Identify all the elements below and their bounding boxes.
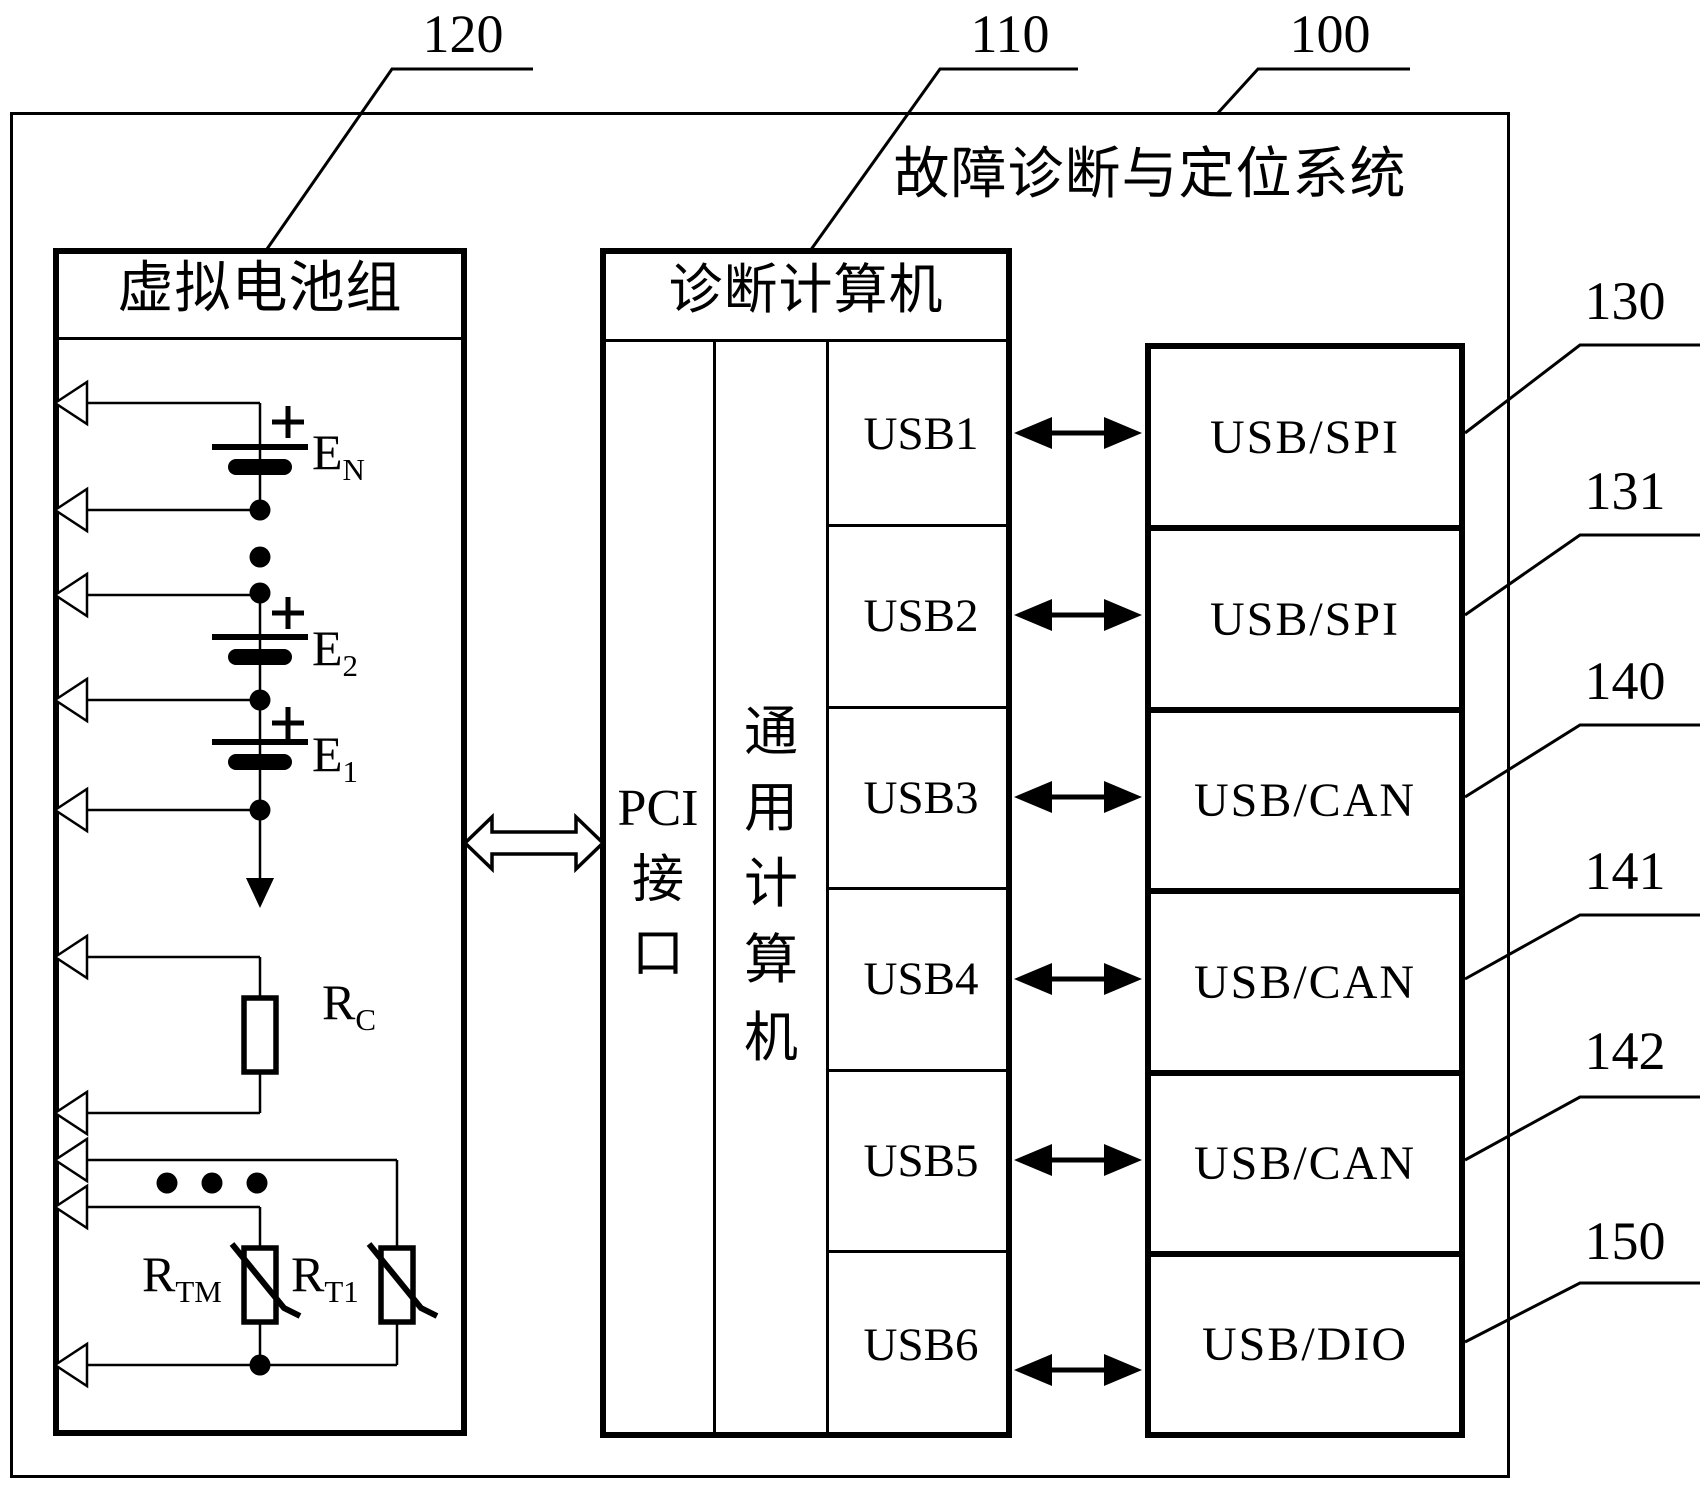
usb-column-divider bbox=[826, 342, 829, 1435]
resistor-label-sub: C bbox=[355, 1002, 377, 1037]
general-computer-char2: 用 bbox=[744, 778, 798, 838]
usb-port-cell-6: USB6 bbox=[863, 1318, 979, 1371]
pci-label-line2: 接 bbox=[631, 852, 684, 909]
pci-label-line3: 口 bbox=[631, 926, 684, 983]
battery-header-divider bbox=[59, 337, 461, 340]
battery-pack-header: 虚拟电池组 bbox=[117, 258, 403, 320]
usb-port-cell-3: USB3 bbox=[863, 771, 979, 824]
converter-label: USB/SPI bbox=[1209, 592, 1401, 646]
ref-label-140: 140 bbox=[1584, 651, 1666, 711]
ref-label-130: 130 bbox=[1584, 271, 1666, 331]
converter-box-usb-spi-2: USB/SPI bbox=[1145, 525, 1465, 713]
general-computer-char4: 算 bbox=[744, 930, 798, 990]
converter-label: USB/SPI bbox=[1209, 410, 1401, 464]
resistor-label-rc: RC bbox=[322, 976, 422, 1037]
cell-label-base: E bbox=[312, 726, 343, 782]
computer-header-divider bbox=[606, 339, 1006, 342]
cell-label-base: E bbox=[312, 424, 343, 480]
resistor-label-base: R bbox=[322, 974, 356, 1030]
thermistor-label-rtm: RTM bbox=[142, 1248, 252, 1309]
converter-box-usb-dio: USB/DIO bbox=[1145, 1251, 1465, 1438]
converter-box-usb-can-3: USB/CAN bbox=[1145, 1070, 1465, 1257]
converter-label: USB/CAN bbox=[1193, 955, 1417, 1009]
usb-row-divider bbox=[829, 1069, 1006, 1072]
computer-header: 诊断计算机 bbox=[668, 260, 944, 320]
ref-label-120: 120 bbox=[422, 4, 504, 64]
cell-label-e2: E2 bbox=[312, 622, 402, 683]
thermistor-label-sub: T1 bbox=[324, 1274, 359, 1309]
general-computer-char3: 计 bbox=[744, 854, 798, 914]
ref-label-150: 150 bbox=[1584, 1211, 1666, 1271]
usb-port-cell-5: USB5 bbox=[863, 1134, 979, 1187]
cell-label-en: EN bbox=[312, 426, 402, 487]
ref-label-141: 141 bbox=[1584, 841, 1666, 901]
general-computer-char1: 通 bbox=[744, 702, 798, 762]
converter-label: USB/DIO bbox=[1201, 1318, 1409, 1371]
usb-row-divider bbox=[829, 706, 1006, 709]
leader-100 bbox=[1215, 67, 1410, 116]
converter-label: USB/CAN bbox=[1193, 774, 1417, 827]
cell-label-sub: N bbox=[342, 452, 365, 487]
pci-label-line1: PCI bbox=[617, 780, 699, 837]
thermistor-label-base: R bbox=[142, 1246, 176, 1302]
cell-label-sub: 2 bbox=[342, 648, 359, 683]
general-computer-char5: 机 bbox=[744, 1008, 798, 1068]
thermistor-label-sub: TM bbox=[175, 1274, 222, 1309]
pci-column-divider bbox=[713, 342, 716, 1435]
converter-box-usb-can-1: USB/CAN bbox=[1145, 707, 1465, 894]
ref-label-131: 131 bbox=[1584, 461, 1666, 521]
usb-port-cell-2: USB2 bbox=[863, 590, 979, 642]
usb-row-divider bbox=[829, 524, 1006, 527]
ref-label-110: 110 bbox=[970, 4, 1050, 64]
ref-label-100: 100 bbox=[1289, 4, 1371, 64]
ref-label-142: 142 bbox=[1584, 1021, 1666, 1081]
cell-label-e1: E1 bbox=[312, 728, 402, 789]
thermistor-label-base: R bbox=[291, 1246, 325, 1302]
system-title: 故障诊断与定位系统 bbox=[893, 144, 1407, 206]
usb-row-divider bbox=[829, 887, 1006, 890]
converter-label: USB/CAN bbox=[1193, 1137, 1417, 1190]
usb-port-cell-4: USB4 bbox=[863, 953, 979, 1005]
converter-box-usb-spi-1: USB/SPI bbox=[1145, 343, 1465, 531]
usb-port-cell-1: USB1 bbox=[863, 407, 979, 460]
cell-label-sub: 1 bbox=[342, 754, 359, 789]
usb-row-divider bbox=[829, 1250, 1006, 1253]
cell-label-base: E bbox=[312, 620, 343, 676]
converter-box-usb-can-2: USB/CAN bbox=[1145, 888, 1465, 1076]
thermistor-label-rt1: RT1 bbox=[291, 1248, 401, 1309]
battery-pack-box bbox=[53, 248, 467, 1436]
